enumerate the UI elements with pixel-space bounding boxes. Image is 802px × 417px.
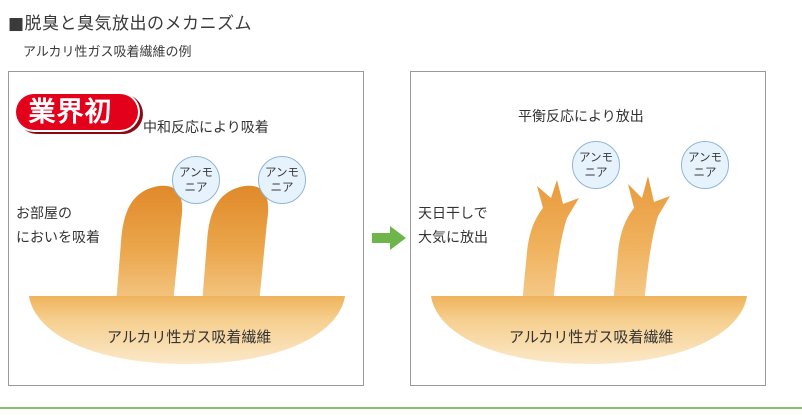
ammonia-molecule-bubble: アンモ ニア	[572, 141, 620, 189]
frayed-fiber-strand-2	[613, 176, 670, 304]
diagram-subtitle: アルカリ性ガス吸着繊維の例	[23, 45, 192, 60]
equilibrium-release-label: 平衡反応により放出	[518, 109, 644, 125]
sun-drying-label-line2: 大気に放出	[418, 230, 488, 246]
molecule-label-line2: ニア	[584, 165, 608, 179]
fiber-base	[29, 296, 345, 364]
ammonia-molecule-bubble: アンモ ニア	[172, 156, 220, 204]
ammonia-molecule-bubble: アンモ ニア	[258, 156, 306, 204]
molecule-label-line2: ニア	[693, 165, 717, 179]
fiber-base-label: アルカリ性ガス吸着繊維	[107, 328, 272, 346]
adsorbing-fiber-illustration	[29, 185, 345, 364]
right-arrow-icon	[372, 226, 406, 250]
fiber-strand-1	[116, 185, 183, 304]
diagram-title: ■脱臭と臭気放出のメカニズム	[8, 14, 253, 34]
neutralization-label: 中和反応により吸着	[143, 120, 269, 136]
molecule-label-line1: アンモ	[687, 150, 723, 164]
fiber-base	[431, 296, 747, 364]
molecule-label-line1: アンモ	[264, 165, 300, 179]
sun-drying-label-line1: 天日干しで	[418, 206, 488, 222]
bottom-divider	[0, 407, 802, 409]
industry-first-badge-text: 業界初	[28, 97, 113, 128]
ammonia-molecule-bubble: アンモ ニア	[681, 141, 729, 189]
adsorption-panel	[8, 71, 364, 386]
release-panel	[410, 71, 766, 386]
molecule-label-line2: ニア	[270, 180, 294, 194]
molecule-label-line1: アンモ	[578, 150, 614, 164]
room-odor-label-line2: においを吸着	[16, 230, 100, 246]
molecule-label-line1: アンモ	[178, 165, 214, 179]
industry-first-badge	[14, 92, 143, 134]
fiber-strand-2	[202, 185, 269, 304]
frayed-fiber-strand-1	[522, 180, 579, 304]
room-odor-label-line1: お部屋の	[16, 206, 72, 222]
releasing-fiber-illustration	[431, 176, 747, 364]
molecule-label-line2: ニア	[184, 180, 208, 194]
fiber-base-label: アルカリ性ガス吸着繊維	[509, 328, 674, 346]
